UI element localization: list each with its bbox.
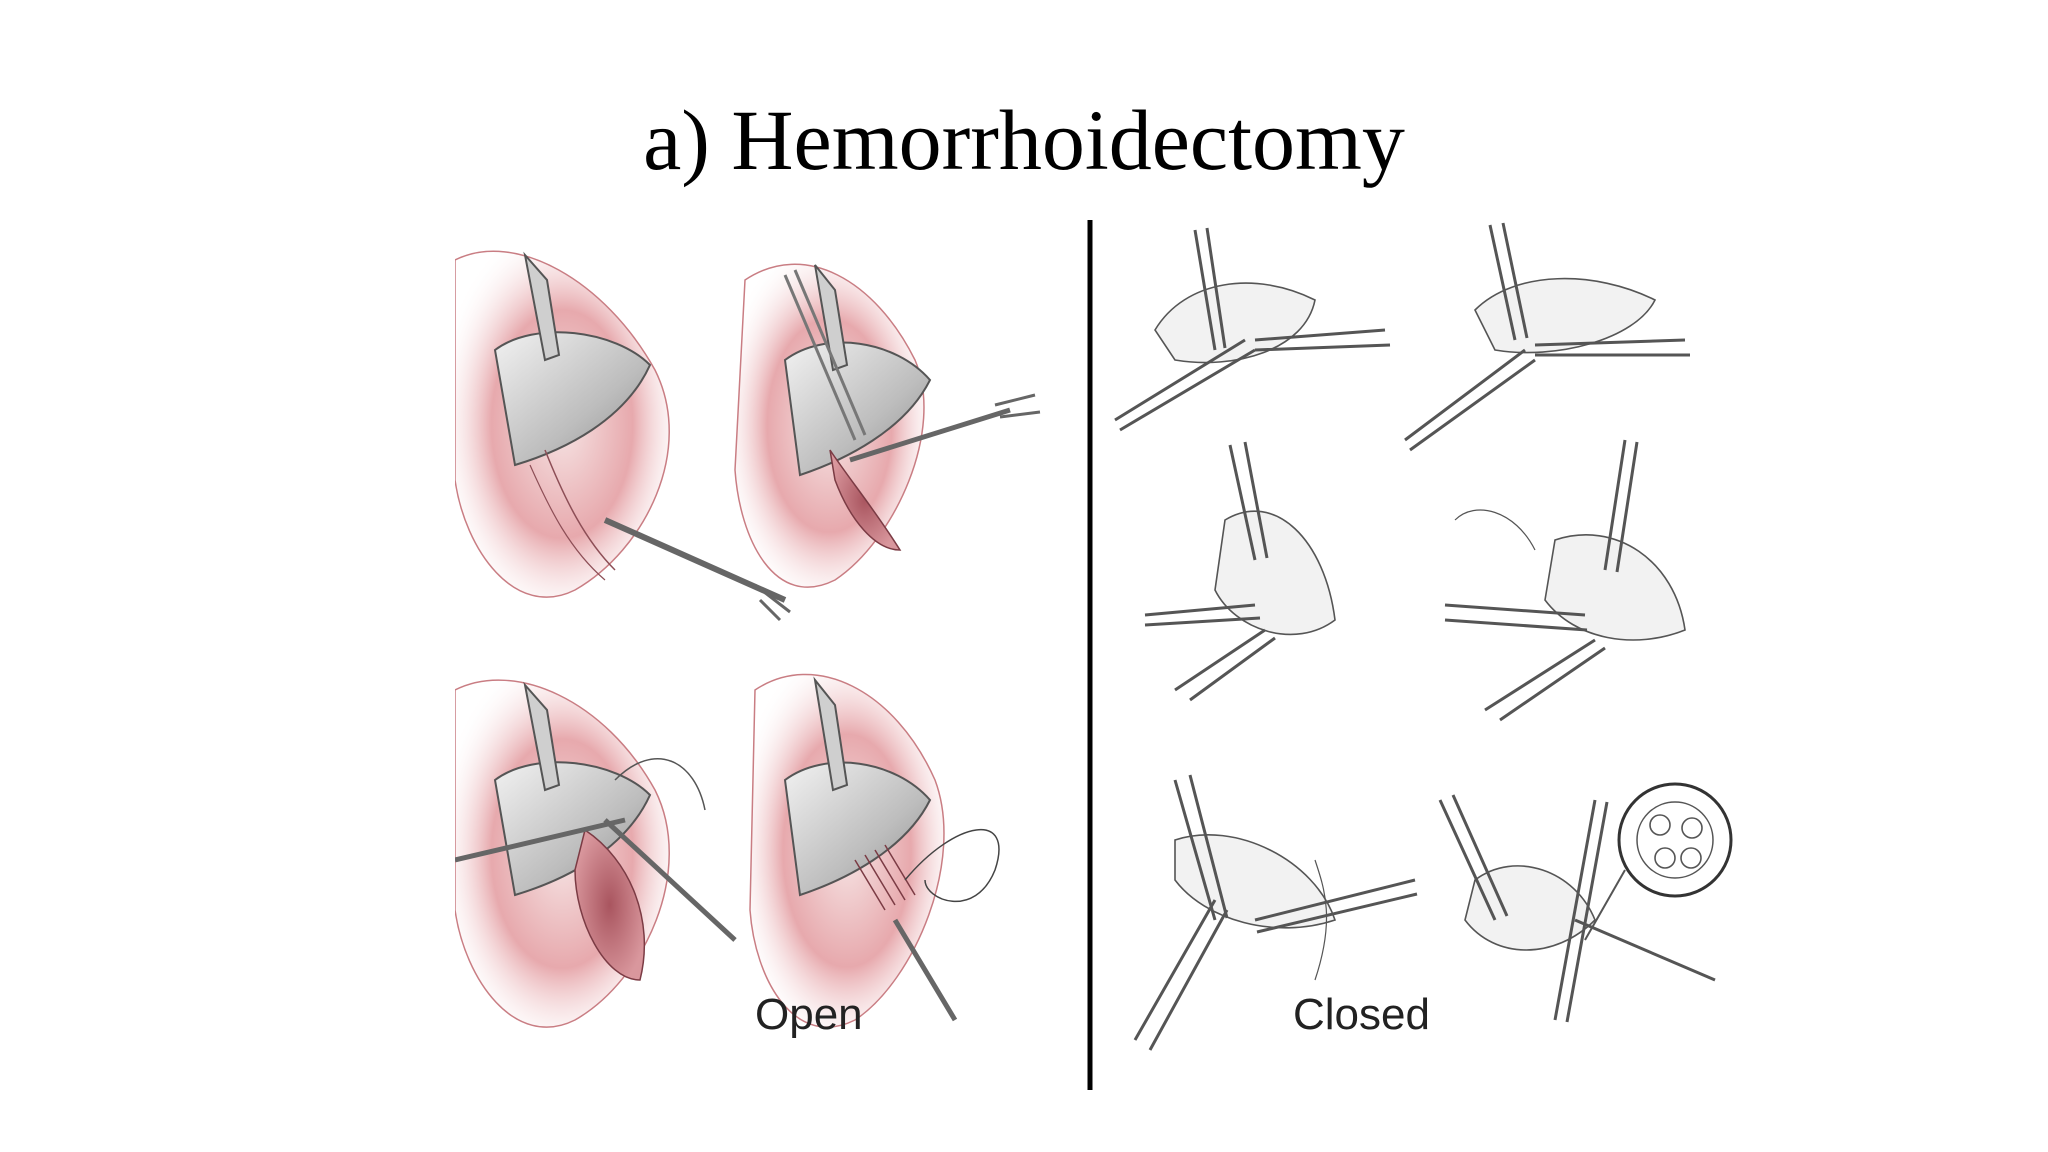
suture-line	[854, 844, 916, 911]
open-step-4	[749, 673, 1000, 1028]
suture-icon	[614, 758, 706, 811]
excision-wound	[574, 828, 646, 981]
closed-step-3	[1144, 441, 1336, 702]
open-step-1	[455, 250, 791, 622]
closed-step-5	[1133, 774, 1418, 1051]
forceps-icon	[603, 818, 737, 942]
closed-step-6	[1438, 782, 1733, 1023]
figure-drawing	[455, 220, 1733, 1090]
forceps-icon	[783, 274, 857, 441]
suture-icon	[904, 828, 1000, 902]
magnified-inset-icon	[1617, 782, 1733, 898]
closed-step-1	[1114, 227, 1391, 432]
open-label: Open	[755, 990, 863, 1039]
forceps-icon	[892, 918, 958, 1022]
closed-sketches	[1114, 222, 1733, 1051]
open-step-2	[734, 263, 1041, 588]
closed-step-4	[1444, 439, 1686, 722]
slide-title: a) Hemorrhoidectomy	[643, 92, 1405, 188]
suture-icon	[1314, 859, 1328, 981]
closed-label: Closed	[1293, 990, 1430, 1039]
clamp-icon	[455, 817, 626, 863]
closed-step-2	[1404, 222, 1690, 452]
excision-wound	[829, 449, 902, 551]
open-step-3	[455, 679, 737, 1028]
scissors-icon	[849, 407, 1011, 463]
hemorrhoidectomy-figure: Open Closed	[455, 220, 1745, 1090]
